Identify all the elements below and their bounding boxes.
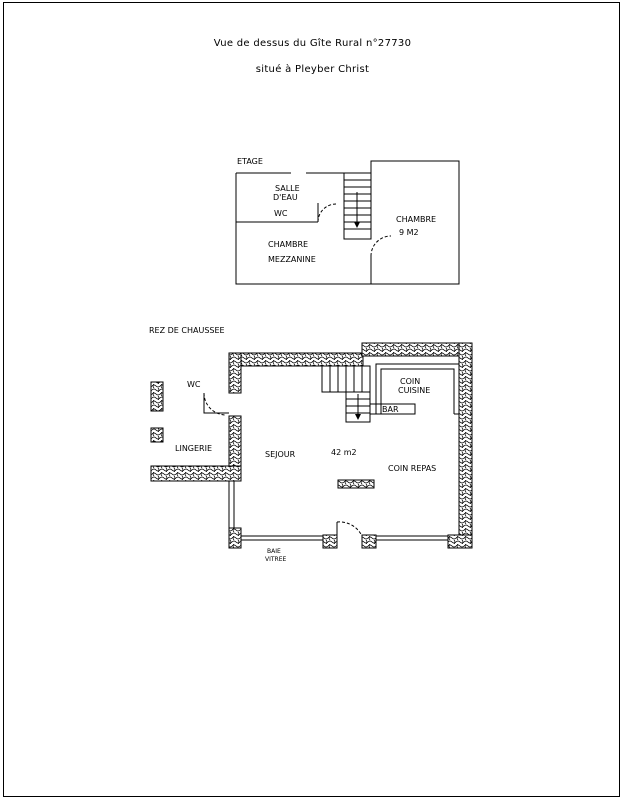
room-coin-repas-label: COIN REPAS — [388, 464, 436, 473]
upper-floor-plan — [235, 160, 460, 285]
room-lingerie-label: LINGERIE — [175, 444, 212, 453]
ground-stair-arrow-icon — [355, 414, 361, 420]
page-border — [3, 2, 620, 797]
room-chambre-area: 9 M2 — [399, 228, 419, 237]
room-salle-label: SALLE — [275, 184, 300, 193]
room-sejour-area: 42 m2 — [331, 448, 357, 457]
upper-stair-arrow-icon — [354, 222, 360, 228]
page-subtitle: situé à Pleyber Christ — [255, 64, 370, 75]
room-sejour-label: SEJOUR — [265, 450, 296, 459]
bar-label: BAR — [382, 405, 399, 414]
room-deau-label: D'EAU — [273, 193, 298, 202]
room-upper-wc-label: WC — [274, 209, 288, 218]
room-ground-wc-label: WC — [187, 380, 201, 389]
room-mezzanine-label: MEZZANINE — [268, 255, 316, 264]
page-title: Vue de dessus du Gîte Rural n°27730 — [213, 38, 412, 49]
upper-floor-label: ETAGE — [237, 157, 263, 166]
baie-label: BAIE — [267, 548, 281, 555]
ground-floor-label: REZ DE CHAUSSEE — [149, 326, 225, 335]
room-chambre-label: CHAMBRE — [396, 215, 436, 224]
ground-floor-plan — [150, 342, 473, 549]
room-cuisine-label: CUISINE — [398, 386, 430, 395]
room-chambre-mezzanine-label: CHAMBRE — [268, 240, 308, 249]
room-coin-label: COIN — [400, 377, 420, 386]
vitree-label: VITREE — [265, 556, 286, 563]
